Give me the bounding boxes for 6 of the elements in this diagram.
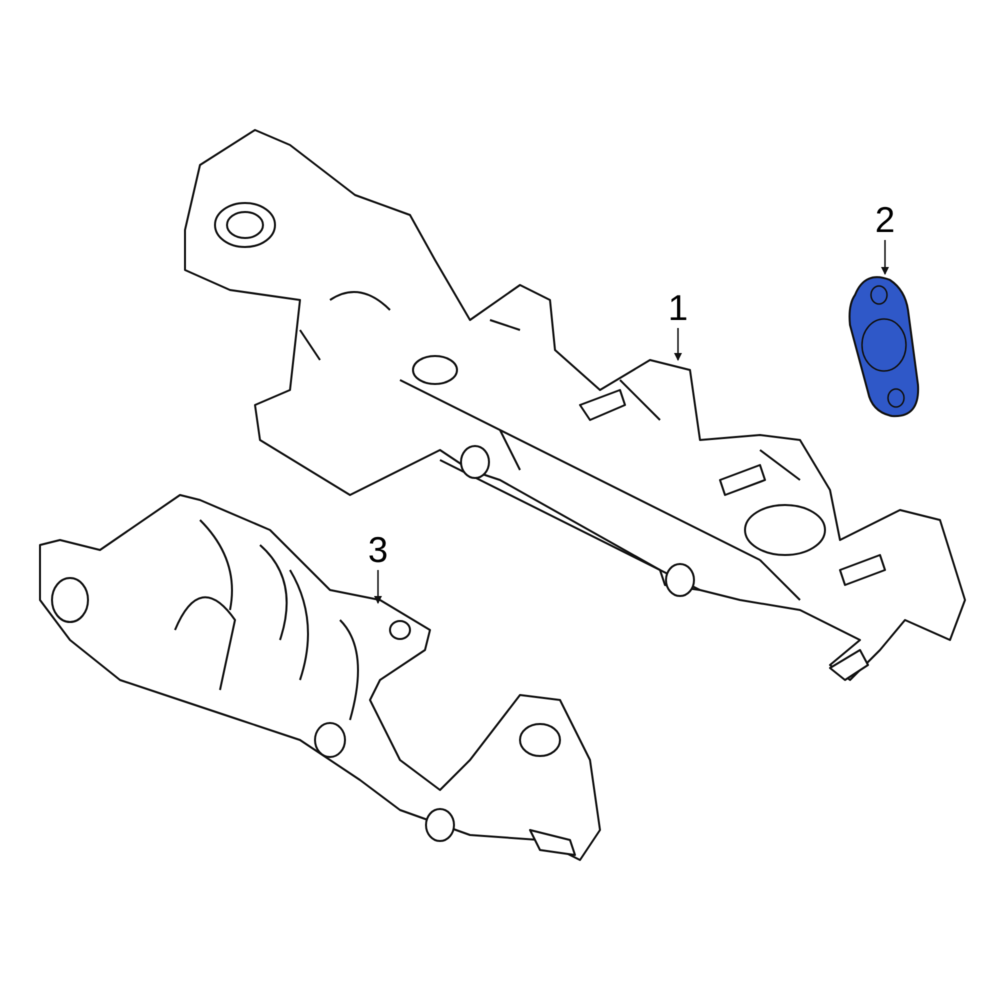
callout-number: 2 (869, 200, 901, 240)
callout-number: 1 (662, 288, 694, 328)
leader-arrow (881, 240, 889, 275)
leader-arrow (374, 570, 382, 604)
leader-arrow (674, 328, 682, 361)
callout-number: 3 (362, 530, 394, 570)
